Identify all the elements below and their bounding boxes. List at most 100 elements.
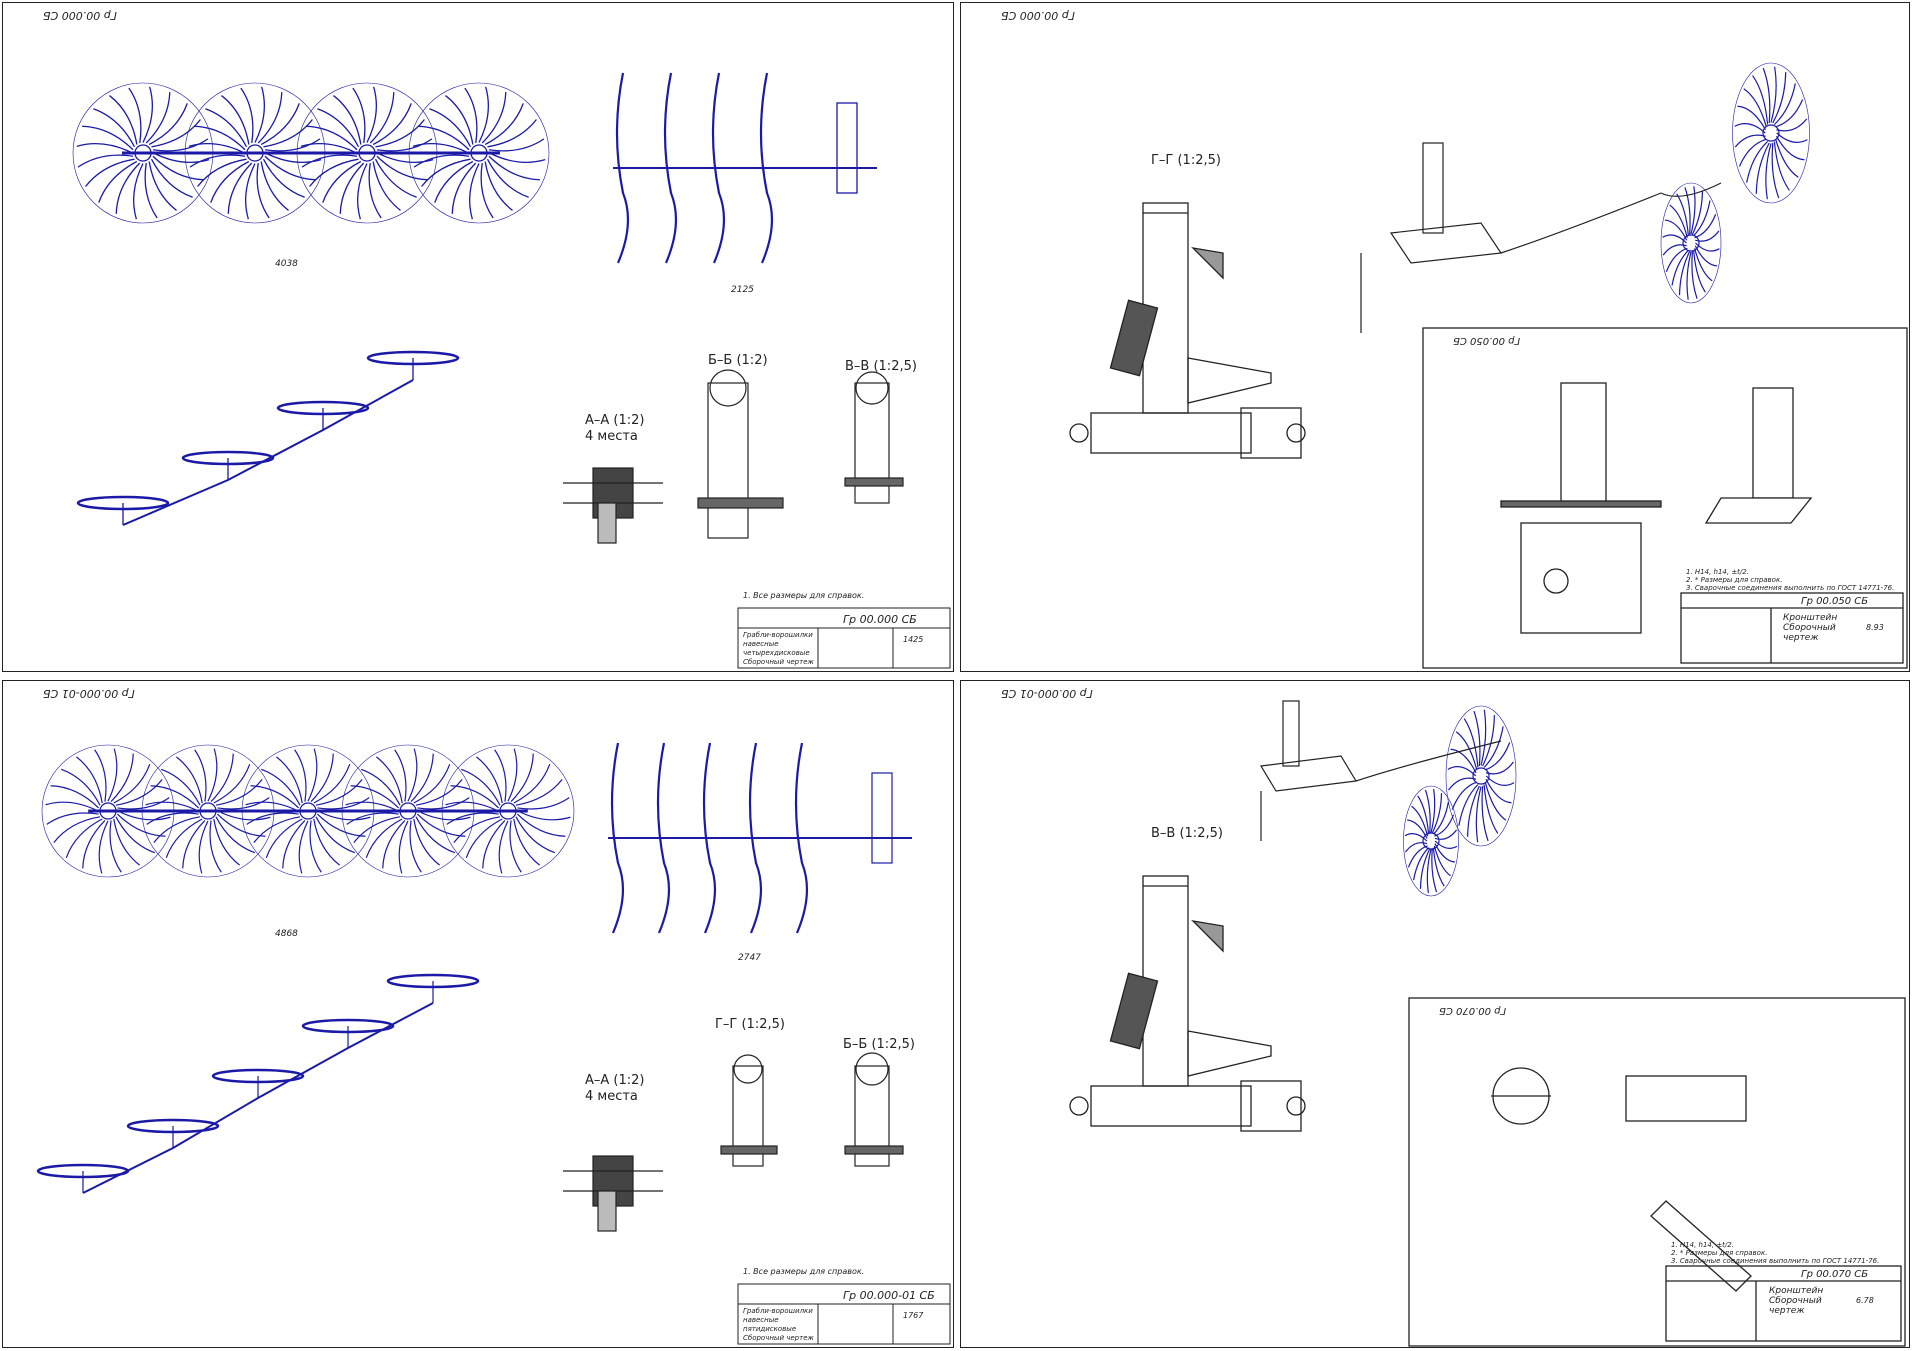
tine <box>465 818 503 858</box>
general-note: 1. Все размеры для справок. <box>743 591 865 600</box>
tine <box>1765 143 1772 200</box>
tine <box>207 748 218 802</box>
tine <box>413 154 470 168</box>
tine <box>109 95 138 145</box>
section-vv-label: В–В (1:2,5) <box>1151 826 1223 841</box>
section-views <box>563 1052 904 1232</box>
tine <box>265 152 322 163</box>
iso-frame <box>122 379 414 526</box>
tine <box>488 138 545 152</box>
tine <box>315 779 363 806</box>
tine <box>513 818 540 866</box>
tine <box>1467 785 1480 837</box>
tine <box>1447 766 1477 777</box>
tine <box>1752 75 1769 125</box>
tine <box>307 748 318 802</box>
rake-side-view <box>613 72 877 264</box>
tine <box>1695 242 1720 252</box>
tine <box>1775 135 1805 161</box>
tine <box>1404 833 1428 842</box>
tine <box>322 160 362 203</box>
tine <box>1773 83 1796 125</box>
tine <box>1434 843 1455 863</box>
tine <box>1458 784 1479 826</box>
tine <box>464 87 478 144</box>
wheel-edge <box>663 72 678 264</box>
wheel-edge <box>794 742 809 934</box>
tine <box>1662 244 1687 256</box>
rake-side-view <box>608 742 912 934</box>
inner-stamp: Гр 00.070 СБ <box>1439 1005 1507 1016</box>
tine <box>1482 715 1495 767</box>
wheel-outline <box>1403 785 1459 897</box>
tine <box>256 162 270 219</box>
tine <box>413 818 440 866</box>
tine <box>309 820 322 873</box>
tine <box>1743 88 1767 127</box>
tine <box>410 753 434 803</box>
tine <box>1473 710 1481 767</box>
tine <box>376 756 403 804</box>
tine <box>116 813 166 837</box>
tine <box>50 785 100 809</box>
inner-note-1: 1. Н14, h14, ±t/2. <box>1671 1241 1734 1249</box>
tine <box>77 154 134 168</box>
tine <box>294 749 307 802</box>
tine <box>145 801 199 812</box>
tine <box>1430 788 1436 833</box>
inner-title-name: Кронштейн Сборочный чертеж <box>1769 1286 1824 1316</box>
bracket-isometric <box>1260 700 1502 841</box>
tine <box>1481 785 1489 842</box>
tine <box>213 764 251 804</box>
tine <box>210 753 234 803</box>
drawing-sheet-bracket-five-disc: Гр 00.000-01 СБ В–В (1:2,5) Гр 00.070 СБ… <box>960 680 1910 1348</box>
tine <box>486 158 529 198</box>
tine <box>507 748 518 802</box>
title-block-code: Гр 00.000-01 СБ <box>843 1289 935 1302</box>
tine <box>1694 245 1718 267</box>
hub <box>1422 832 1440 850</box>
tine <box>146 812 199 825</box>
tine <box>353 816 401 843</box>
tine <box>316 813 366 837</box>
tine <box>94 749 107 802</box>
dimension-total: 4038 <box>275 259 298 269</box>
tine <box>1671 249 1689 286</box>
tine <box>1775 139 1799 178</box>
tine <box>217 797 270 810</box>
tine <box>476 756 503 804</box>
top-stamp: Гр 00.000-01 СБ <box>1001 687 1093 700</box>
section-aa-label: А–А (1:2) <box>585 1073 645 1088</box>
tine <box>317 108 360 148</box>
tine <box>260 161 289 211</box>
tine <box>416 813 466 837</box>
wheel-edge <box>759 72 774 264</box>
section-aa-sub: 4 места <box>585 1089 638 1104</box>
tine <box>415 779 463 806</box>
tine <box>382 819 406 869</box>
tine <box>282 819 306 869</box>
tine <box>110 753 134 803</box>
rake-wheels-top-view <box>41 744 575 878</box>
tine <box>1694 248 1713 282</box>
tine <box>376 155 428 181</box>
drawing-sheet-five-disc: Гр 00.000-01 СБ А–А (1:2) 4 места Г–Г (1… <box>2 680 954 1348</box>
tine <box>369 92 395 144</box>
sheet3-title-block <box>737 1283 951 1345</box>
tine <box>451 162 477 214</box>
tine <box>517 810 571 821</box>
tine <box>510 753 534 803</box>
tine <box>1669 204 1688 238</box>
tine <box>415 816 455 854</box>
tine <box>375 119 425 148</box>
tine <box>254 86 265 143</box>
tine <box>372 103 412 146</box>
section-vv-label: В–В (1:2,5) <box>845 359 917 374</box>
tine <box>1424 789 1431 834</box>
inner-title-name: Кронштейн Сборочный чертеж <box>1783 613 1838 643</box>
tine <box>182 819 206 869</box>
wheel-edge <box>711 72 726 264</box>
tine <box>150 158 193 198</box>
tine <box>478 86 489 143</box>
tine <box>453 816 501 843</box>
